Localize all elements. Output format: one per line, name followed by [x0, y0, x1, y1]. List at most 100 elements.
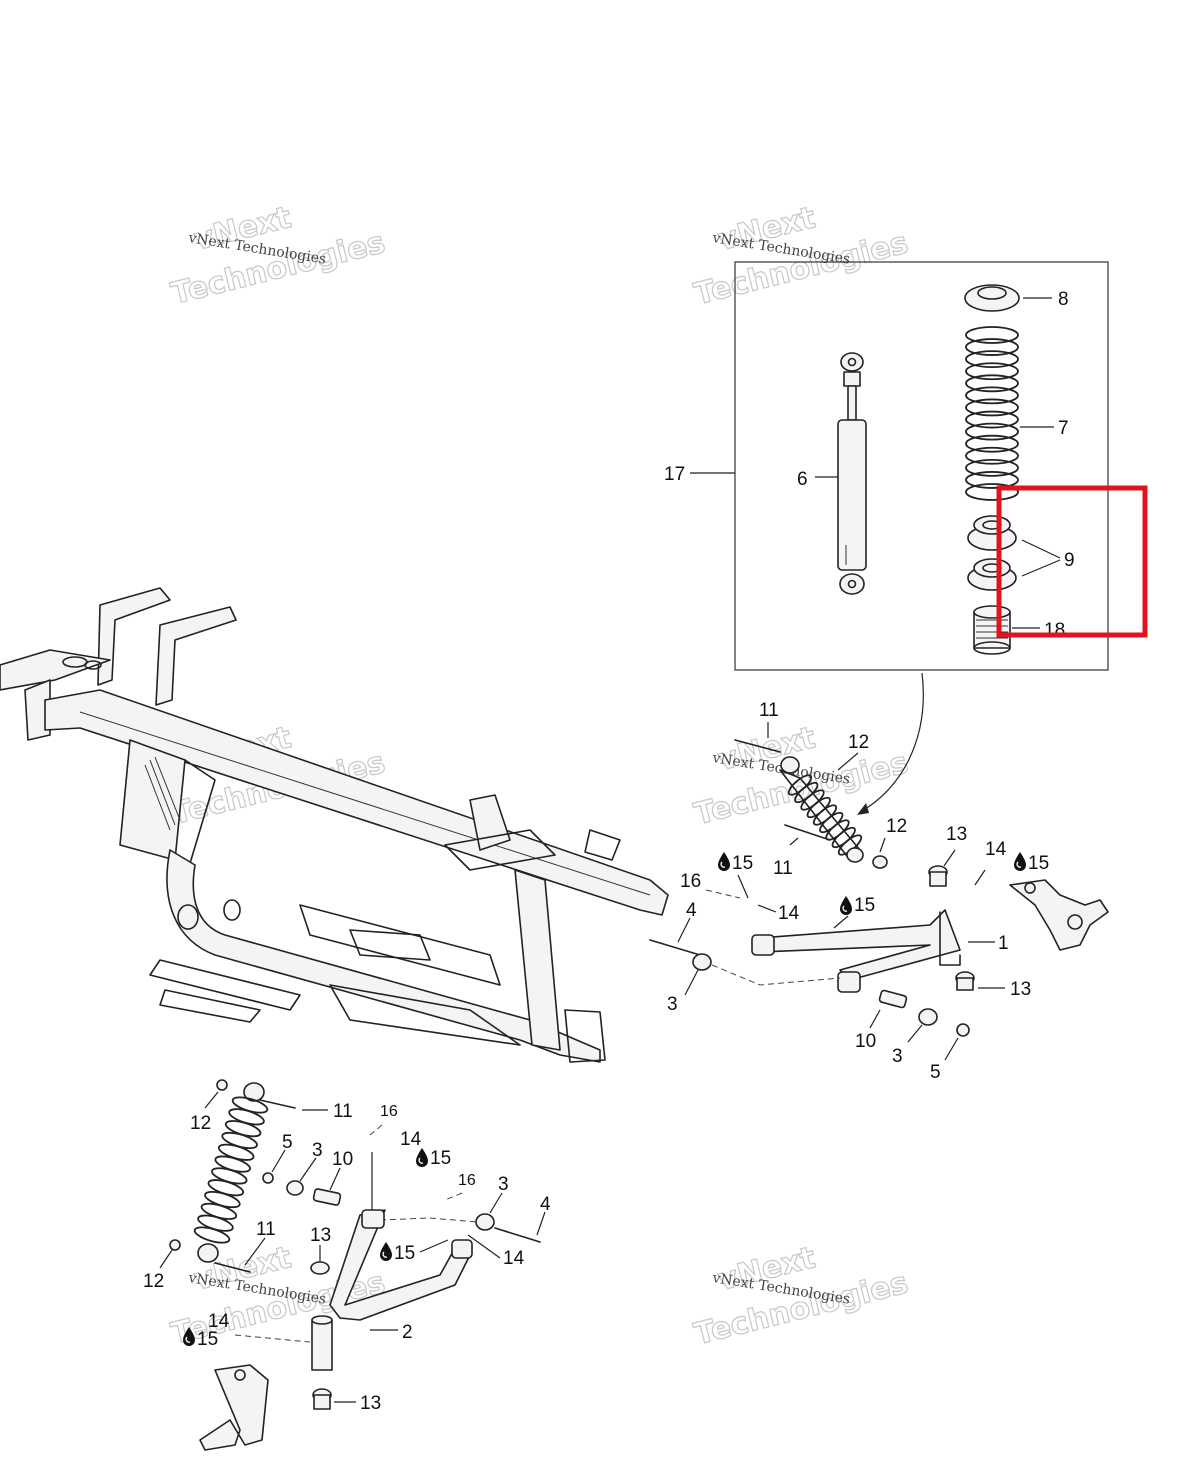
bolt-11-right-top [734, 739, 781, 753]
spring-coil [217, 1143, 255, 1161]
spring-coil [965, 458, 1019, 477]
grease-drop-icon [717, 851, 731, 872]
spring-retainer-part [964, 284, 1020, 312]
shock-absorber-part [837, 352, 867, 595]
bolt-11-left-low [214, 1262, 251, 1273]
callout-12-right-top: 12 [848, 732, 869, 753]
spring-coil [965, 326, 1019, 344]
callout-9: 9 [1064, 550, 1075, 571]
callout-13-right-low: 13 [1010, 979, 1031, 1000]
vehicle-frame [0, 587, 669, 1063]
nut-5-left [262, 1172, 274, 1184]
steering-knuckle-left [199, 1315, 333, 1451]
callout-5-left: 5 [282, 1132, 293, 1153]
bushing-3-left-b [475, 1213, 495, 1231]
bolt-11-right-low [784, 824, 831, 841]
sleeve-10-left [312, 1188, 342, 1206]
callout-14-left-b: 14 [503, 1248, 525, 1269]
spring-coil [207, 1179, 245, 1197]
spring-seat-upper-part [967, 515, 1017, 551]
spring-coil [965, 398, 1019, 417]
callout-13-left-top: 13 [310, 1225, 331, 1246]
bushing-13-left-top [310, 1261, 330, 1275]
grease-drop-icon [415, 1147, 429, 1168]
callout-14-right-b: 14 [778, 903, 800, 924]
grease-drop-icon [839, 895, 853, 916]
callout-8: 8 [1058, 289, 1069, 310]
callout-18: 18 [1044, 620, 1065, 641]
inset-arrow [859, 672, 924, 813]
callout-16-left-b: 16 [458, 1172, 476, 1189]
callout-5-right: 5 [930, 1062, 941, 1083]
callout-3-left-b: 3 [498, 1174, 509, 1195]
callout-14-right-a: 14 [985, 839, 1007, 860]
sleeve-10-right [878, 989, 908, 1009]
bushing-3-left-a [286, 1180, 304, 1196]
callout-6: 6 [797, 469, 808, 490]
callout-3-right-b: 3 [892, 1046, 903, 1067]
callout-14-left-c: 14 [208, 1311, 230, 1332]
nut-5-right [956, 1023, 970, 1037]
shock-left-part [193, 1082, 269, 1263]
callout-10-left: 10 [332, 1149, 353, 1170]
shock-assembly-box [734, 261, 1109, 671]
bushing-3-right-b [918, 1008, 938, 1026]
spring-coil [965, 338, 1019, 356]
callout-3-right-a: 3 [667, 994, 678, 1015]
spring-coil [200, 1202, 238, 1220]
callout-13-left-low: 13 [360, 1393, 381, 1414]
callout-16-right: 16 [680, 871, 701, 892]
spring-coil [221, 1131, 258, 1150]
spring-coil [214, 1155, 251, 1173]
callout-15-left-b: 15 [394, 1243, 415, 1264]
steering-knuckle-right [1009, 879, 1109, 951]
spring-coil [965, 422, 1019, 441]
spring-coil [965, 374, 1019, 393]
bolt-4-left [494, 1227, 541, 1243]
spring-coil [965, 471, 1019, 489]
upper-a-arm-part [751, 909, 961, 993]
callout-15-left-c: 15 [197, 1329, 218, 1350]
highlight-box [996, 485, 1148, 638]
callout-11-right-top: 11 [759, 700, 779, 721]
spring-coil [211, 1167, 248, 1185]
callout-12-right-low: 12 [886, 816, 907, 837]
callout-4-left: 4 [540, 1194, 551, 1215]
callout-3-left-a: 3 [312, 1140, 323, 1161]
lower-a-arm-part [329, 1209, 473, 1321]
spring-coil [965, 410, 1019, 429]
callout-14-left-a: 14 [400, 1129, 422, 1150]
adjuster-ring-part [973, 605, 1011, 655]
callout-1: 1 [998, 933, 1009, 954]
callout-13-right-top: 13 [946, 824, 967, 845]
spring-coil [228, 1108, 265, 1126]
spring-seat-lower-part [967, 558, 1017, 591]
callout-17: 17 [664, 464, 685, 485]
spring-coil [193, 1226, 231, 1244]
callout-15-right-a: 15 [1028, 853, 1049, 874]
callout-11-left-top: 11 [333, 1101, 353, 1122]
spring-coil [965, 350, 1019, 369]
spring-coil [965, 446, 1019, 465]
callout-11-left-low: 11 [256, 1219, 276, 1240]
spring-coil [204, 1190, 241, 1209]
callout-10-right: 10 [855, 1031, 876, 1052]
grease-drop-icon [1013, 851, 1027, 872]
callout-16-left-a: 16 [380, 1103, 398, 1120]
spring-coil [965, 362, 1019, 381]
spring-coil [224, 1120, 262, 1138]
callout-4-right: 4 [686, 900, 697, 921]
callout-12-left-low: 12 [143, 1271, 164, 1292]
callout-11-right-low: 11 [773, 858, 793, 879]
shock-right-part [779, 756, 864, 863]
callout-2: 2 [402, 1322, 413, 1343]
callout-12-left-top: 12 [190, 1113, 211, 1134]
spring-coil [965, 483, 1019, 501]
grease-drop-icon [379, 1241, 393, 1262]
spring-coil [197, 1214, 234, 1232]
coil-spring-part [965, 326, 1019, 501]
callout-15-right-b: 15 [732, 853, 753, 874]
callout-15-right-c: 15 [854, 895, 875, 916]
